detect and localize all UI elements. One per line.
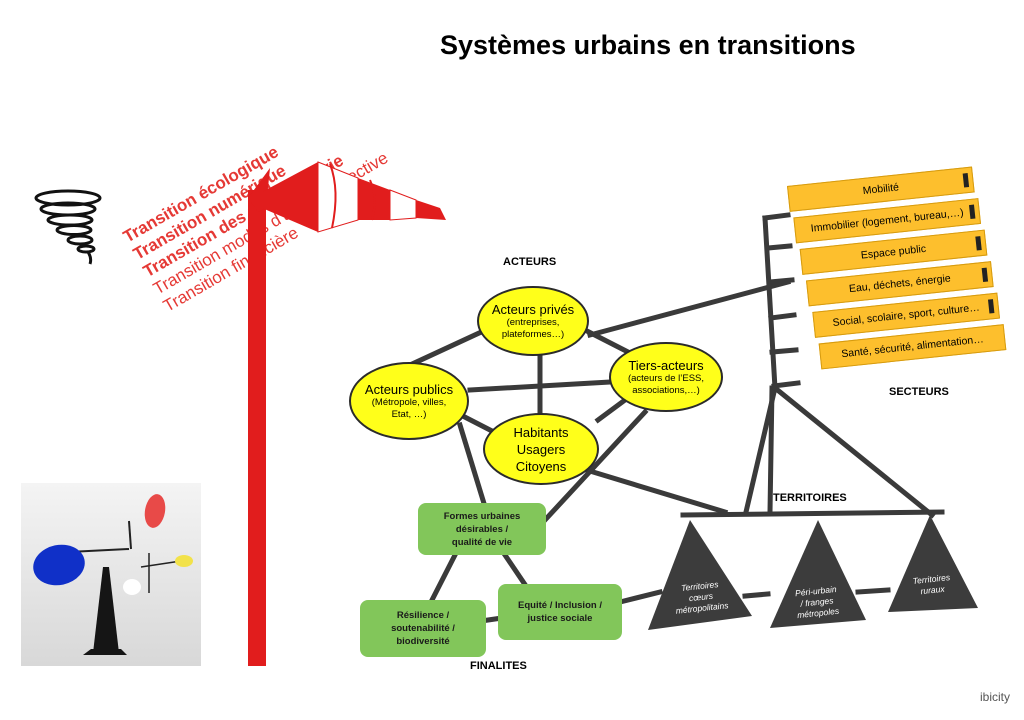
edge-prives-publics [406, 324, 494, 369]
signature-ibicity: ibicity [979, 690, 1010, 704]
acteur-tiers-title: Tiers-acteurs [628, 357, 704, 373]
secteur-tick-3 [767, 277, 795, 285]
acteur-prives: Acteurs privés (entreprises, plateformes… [477, 286, 589, 356]
edge-periurbain-ruraux [855, 587, 891, 595]
secteur-social-label: Social, scolaire, sport, culture… [832, 301, 981, 329]
acteur-prives-sub1: (entreprises, [506, 316, 560, 328]
secteur-connector-1 [962, 173, 970, 188]
secteur-sante-label: Santé, sécurité, alimentation… [840, 333, 985, 361]
acteur-habitants: Habitants Usagers Citoyens [483, 413, 599, 485]
finalites-label: FINALITES [470, 660, 527, 672]
finalite-resilience-l2: soutenabilité / [391, 623, 455, 634]
acteur-publics: Acteurs publics (Métropole, villes, Etat… [349, 362, 469, 440]
finalite-formes-l1: Formes urbaines [443, 510, 521, 522]
finalite-formes-urbaines: Formes urbaines désirables / qualité de … [418, 503, 546, 555]
edge-tiers-formes [541, 408, 649, 524]
finalite-formes-l2: désirables / [455, 523, 509, 535]
finalite-resilience-l3: biodiversité [396, 636, 450, 647]
secteur-espace-public-label: Espace public [860, 242, 927, 262]
edge-publics-formes [456, 421, 490, 514]
triangle-ruraux [888, 515, 978, 612]
territoires-label: TERRITOIRES [773, 492, 847, 504]
territoires-stem-right [767, 385, 775, 515]
secteur-tick-6 [771, 380, 801, 389]
tornado-icon [34, 189, 102, 265]
mobile-sculpture-image [21, 483, 201, 666]
acteur-habitants-l3: Citoyens [515, 458, 567, 474]
windsock-icon [248, 161, 446, 666]
acteur-tiers-sub1: (acteurs de l’ESS, [627, 372, 705, 384]
edge-tiers-habitants [594, 396, 629, 424]
acteur-habitants-l1: Habitants [513, 424, 569, 440]
edge-habitants-territoires [566, 461, 729, 516]
edge-publics-tiers [467, 379, 613, 393]
finalite-equite: Equité / Inclusion / justice sociale [498, 584, 622, 640]
triangle-periurbain [770, 520, 866, 628]
secteur-connector-4 [981, 267, 989, 283]
secteur-tick-4 [768, 312, 797, 321]
secteurs-to-ruraux [771, 384, 936, 519]
acteurs-label: ACTEURS [503, 256, 557, 268]
edge-equite-metro [616, 588, 664, 606]
triangle-metro [648, 520, 752, 630]
page-title: Systèmes urbains en transitions [440, 30, 856, 60]
edge-metro-periurbain [742, 591, 771, 599]
finalite-resilience-l1: Résilience / [396, 610, 450, 621]
finalite-formes-l3: qualité de vie [451, 536, 513, 548]
territoires-bar [680, 509, 945, 518]
acteur-habitants-l2: Usagers [516, 441, 566, 457]
finalite-equite-l1: Equité / Inclusion / [518, 600, 602, 611]
acteur-prives-sub2: plateformes…) [501, 328, 565, 340]
secteur-immobilier-label: Immobilier (logement, bureau,…) [810, 206, 965, 235]
acteur-publics-sub2: Etat, …) [391, 408, 427, 420]
mobile-sculpture-drawing [21, 483, 201, 666]
acteur-tiers: Tiers-acteurs (acteurs de l’ESS, associa… [609, 342, 723, 412]
finalite-equite-l2: justice sociale [527, 613, 593, 624]
acteur-tiers-sub2: associations,…) [632, 384, 700, 396]
secteur-tick-2 [765, 243, 793, 251]
acteur-prives-title: Acteurs privés [491, 301, 575, 317]
acteur-publics-title: Acteurs publics [364, 381, 454, 397]
edge-formes-resilience [428, 551, 459, 604]
secteurs-stack: Mobilité Immobilier (logement, bureau,…)… [787, 164, 1022, 385]
secteur-tick-5 [769, 347, 799, 355]
acteur-publics-sub1: (Métropole, villes, [371, 396, 447, 408]
secteur-eau-dechets-label: Eau, déchets, énergie [848, 272, 952, 296]
edge-acteurs-secteurs [586, 278, 792, 339]
finalite-resilience: Résilience / soutenabilité / biodiversit… [360, 600, 486, 657]
secteur-connector-3 [975, 236, 982, 251]
secteur-mobilite-label: Mobilité [862, 181, 900, 198]
secteurs-label: SECTEURS [889, 386, 949, 398]
secteur-connector-2 [968, 204, 976, 220]
secteur-connector-5 [987, 299, 995, 314]
secteur-tick-1 [762, 212, 791, 221]
